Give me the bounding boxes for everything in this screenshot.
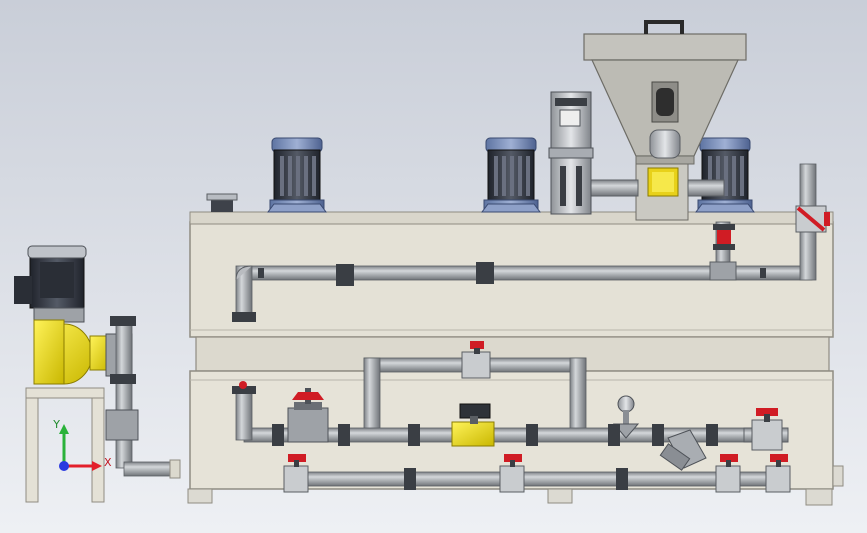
bypass-ball-valve[interactable] [461,341,491,379]
pressure-gauge [612,395,640,439]
pump-stand [25,387,105,503]
lower-pipe-unions [272,424,718,490]
powder-hopper[interactable] [583,20,747,221]
axis-triad: Y X [52,418,112,471]
mixer-motor-3[interactable] [695,137,755,213]
pressure-relief-cap [239,381,247,389]
outlet-ball-valve-1[interactable] [751,408,783,451]
inlet-butterfly-valve[interactable] [795,205,830,233]
bottom-drain-valves[interactable] [283,454,791,493]
mixer-motor-2[interactable] [481,137,541,213]
upper-pipe-unions [258,262,766,286]
axis-y-label: Y [52,418,60,431]
tank-feet [187,465,844,506]
diaphragm-valve[interactable] [287,388,329,443]
tank-vent-fitting [206,193,238,212]
bypass-loop [363,357,587,435]
feeder-outlet-tube [687,179,725,197]
tank-body [189,211,834,490]
y-strainer [659,429,707,471]
lower-main-pipe [232,386,781,443]
feeder-motor[interactable] [548,91,594,215]
upper-ball-valve[interactable] [713,224,735,250]
pump-discharge-pipe [105,316,181,479]
feeder-screw-tube [583,179,639,197]
axis-x-label: X [104,456,112,469]
mixer-motor-1[interactable] [267,137,327,213]
solenoid-valve[interactable] [451,403,495,447]
